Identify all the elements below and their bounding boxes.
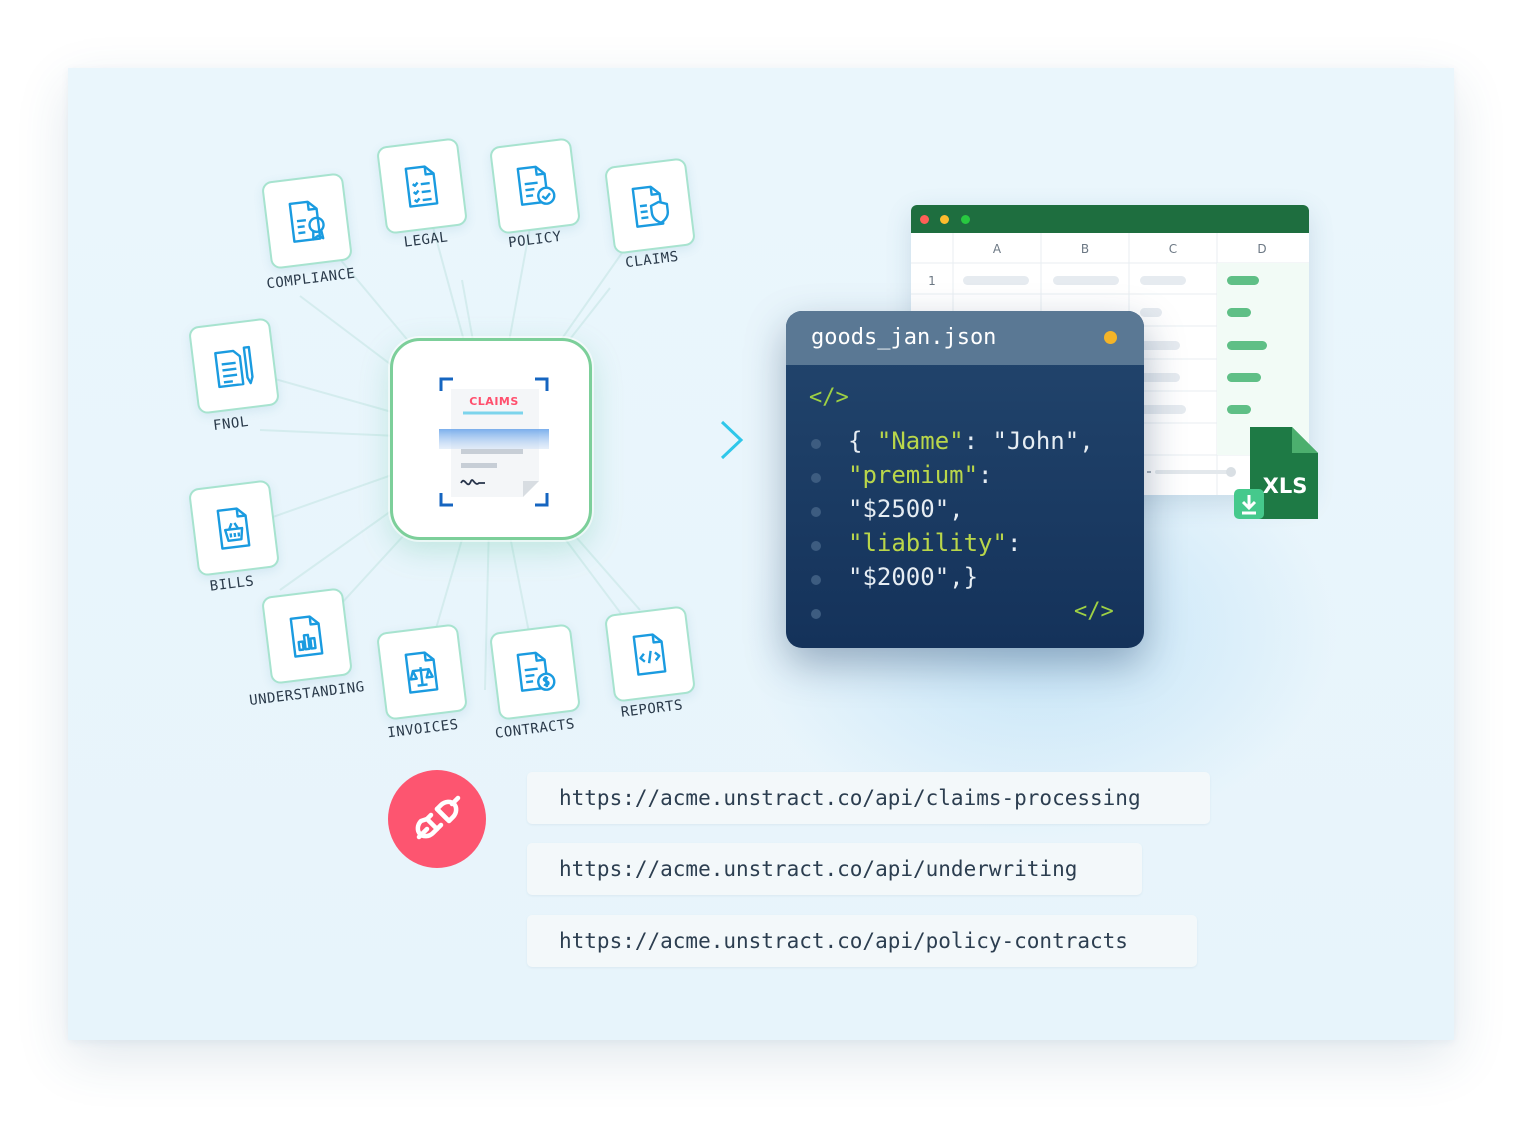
- line-bullet: [811, 473, 821, 483]
- tile-compliance: [260, 172, 354, 270]
- tile-legal: [375, 137, 469, 235]
- column-header-a: A: [993, 242, 1002, 256]
- xls-file-icon: XLS: [1234, 427, 1318, 519]
- code-line-3: "$2500",: [848, 495, 964, 523]
- tile-reports: [603, 605, 697, 703]
- tile-invoices: [375, 623, 469, 721]
- code-line-5: "$2000",}: [848, 563, 979, 591]
- document-shield-icon: [631, 185, 670, 228]
- json-filename: goods_jan.json: [811, 325, 997, 350]
- endpoint-url[interactable]: https://acme.unstract.co/api/underwritin…: [527, 843, 1142, 895]
- code-line-1: { "Name": "John",: [848, 427, 1094, 455]
- window-maximize-dot: [961, 215, 970, 224]
- xls-label: XLS: [1263, 474, 1308, 498]
- line-bullet: [811, 507, 821, 517]
- column-header-b: B: [1081, 242, 1089, 256]
- spreadsheet-titlebar: [911, 205, 1309, 233]
- document-pencil-icon: [214, 345, 254, 389]
- api-plug-badge: [388, 770, 486, 868]
- endpoint-url[interactable]: https://acme.unstract.co/api/claims-proc…: [527, 772, 1210, 824]
- tile-policy: [488, 137, 582, 235]
- document-badge-icon: [288, 200, 325, 243]
- code-close-tag: </>: [1074, 599, 1114, 624]
- line-bullet: [811, 439, 821, 449]
- json-preview-card: goods_jan.json </> { "Name": "John", "pr…: [786, 311, 1144, 648]
- document-coin-icon: [516, 651, 556, 692]
- center-scan-card: CLAIMS: [390, 338, 592, 540]
- row-header-1: 1: [928, 274, 936, 288]
- code-line-4: "liability":: [848, 529, 1022, 557]
- document-checklist-icon: [404, 165, 439, 208]
- code-open-tag: </>: [809, 385, 849, 410]
- column-header-d: D: [1257, 242, 1266, 256]
- line-bullet: [811, 575, 821, 585]
- document-code-icon: [632, 633, 667, 676]
- unsaved-status-dot: [1104, 331, 1117, 344]
- center-document-title: CLAIMS: [469, 395, 519, 408]
- window-close-dot: [920, 215, 929, 224]
- document-scales-icon: [404, 651, 439, 694]
- tile-claims: [603, 157, 697, 255]
- plug-icon: [415, 795, 461, 840]
- json-preview-header: goods_jan.json: [786, 311, 1144, 365]
- flow-arrow-icon: [604, 420, 744, 460]
- tile-fnol: [187, 317, 281, 415]
- line-bullet: [811, 541, 821, 551]
- document-check-icon: [516, 165, 556, 206]
- code-line-2: "premium":: [848, 461, 993, 489]
- line-bullet: [811, 609, 821, 619]
- column-header-c: C: [1169, 242, 1177, 256]
- tile-understanding: [260, 587, 354, 685]
- endpoint-url[interactable]: https://acme.unstract.co/api/policy-cont…: [527, 915, 1197, 967]
- download-icon: [1241, 495, 1257, 515]
- document-chart-icon: [289, 615, 324, 658]
- tile-bills: [187, 479, 281, 577]
- scan-frame-icon: [439, 377, 549, 507]
- document-basket-icon: [216, 507, 251, 550]
- window-minimize-dot: [940, 215, 949, 224]
- tile-contracts: [488, 623, 582, 721]
